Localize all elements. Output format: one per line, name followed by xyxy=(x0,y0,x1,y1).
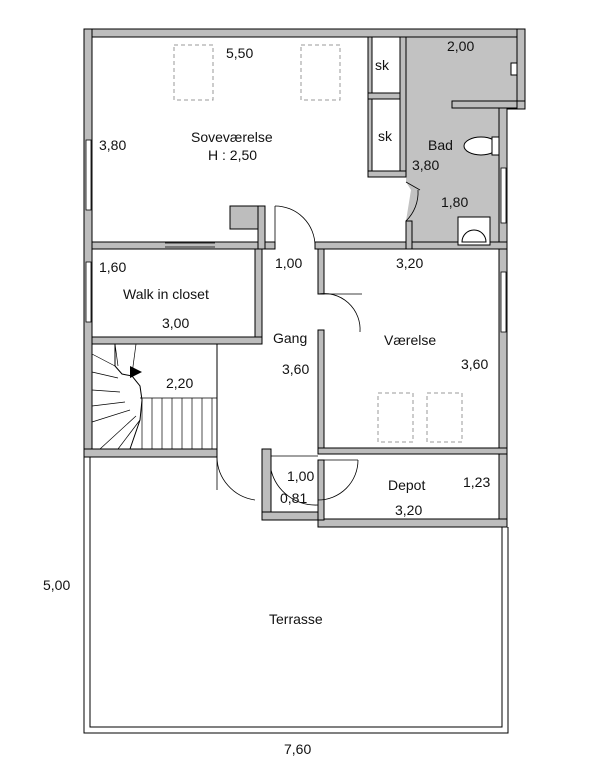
gang-name-label: Gang xyxy=(273,330,307,346)
tap-icon xyxy=(510,62,518,76)
interior-walls xyxy=(91,36,518,521)
depot-width-label: 3,20 xyxy=(395,502,422,518)
terrace-depth-label: 5,00 xyxy=(43,577,70,593)
bedroom-name-label: Soveværelse xyxy=(191,129,273,145)
room-depth-label: 3,60 xyxy=(461,356,488,372)
staircase xyxy=(91,343,218,450)
depot-name-label: Depot xyxy=(388,477,425,493)
terrace-width-label: 7,60 xyxy=(284,741,311,757)
entry-depth-label: 0,81 xyxy=(280,490,307,506)
cupboard-1-label: sk xyxy=(375,57,390,73)
labels: 5,50 Soveværelse H : 2,50 3,80 sk sk 2,0… xyxy=(43,38,490,757)
skylights xyxy=(173,44,463,443)
closet-depth-label: 1,60 xyxy=(99,259,126,275)
bath-width-label: 2,00 xyxy=(447,38,474,54)
bathroom-fixtures xyxy=(457,62,518,246)
closet-width-label: 3,00 xyxy=(162,315,189,331)
room-width-label: 3,20 xyxy=(396,255,423,271)
closet-name-label: Walk in closet xyxy=(123,286,209,302)
entry-width-label: 1,00 xyxy=(287,468,314,484)
bedroom-width-label: 5,50 xyxy=(226,45,253,61)
depot-depth-label: 1,23 xyxy=(463,474,490,490)
bedroom-height-label: H : 2,50 xyxy=(208,147,257,163)
windows xyxy=(85,139,507,333)
toilet-icon xyxy=(463,136,500,156)
bath-depth-label: 3,80 xyxy=(412,157,439,173)
terrace-outline xyxy=(83,457,509,734)
stair-width-label: 2,20 xyxy=(166,375,193,391)
bathroom-floor xyxy=(406,37,517,246)
bath-name-label: Bad xyxy=(428,137,453,153)
gang-door-width-label: 1,00 xyxy=(275,255,302,271)
sink-icon xyxy=(457,216,491,246)
bedroom-depth-label: 3,80 xyxy=(99,137,126,153)
doors xyxy=(216,181,421,506)
cupboard-2-label: sk xyxy=(378,128,393,144)
gang-length-label: 3,60 xyxy=(282,361,309,377)
terrace-name-label: Terrasse xyxy=(269,611,323,627)
room-name-label: Værelse xyxy=(384,332,436,348)
bath-inner-width-label: 1,80 xyxy=(441,194,468,210)
stair-direction-arrow-icon xyxy=(130,366,142,378)
